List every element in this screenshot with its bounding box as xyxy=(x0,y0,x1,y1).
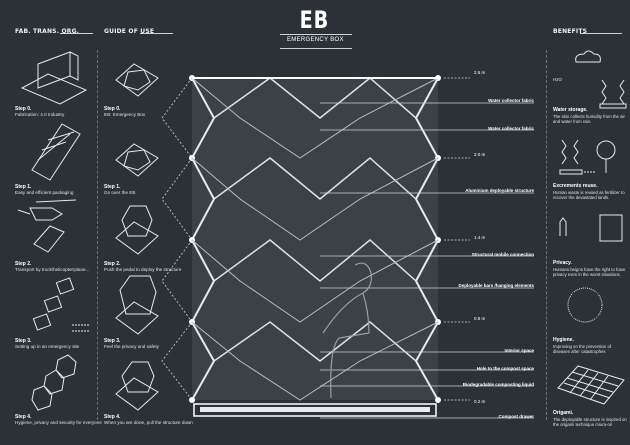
diagonal-bar xyxy=(191,239,439,323)
folded-bar-dashed xyxy=(161,77,193,159)
label-aluminium-structure: Aluminium deployable structure xyxy=(465,188,534,193)
guide-box-1 xyxy=(115,143,159,177)
dimension-0-8: 0.8 m xyxy=(474,316,486,321)
dimension-0-2: 0.2 m xyxy=(474,399,486,404)
label-compost-hole: Hole to the compost space xyxy=(476,366,534,371)
guide-box-4 xyxy=(115,361,159,411)
label-water-collector-1: Water collector fabric xyxy=(488,98,534,103)
hygiene-circle-icon xyxy=(567,287,603,323)
origami-grid-icon xyxy=(557,365,625,405)
benefit-excrements-reuse: Excrements reuse.Human waste is reused a… xyxy=(553,183,625,200)
deployable-structure xyxy=(161,75,534,419)
guide-box-0 xyxy=(115,63,159,97)
compost-drawer xyxy=(193,403,437,417)
folded-bar-dashed xyxy=(161,321,193,401)
units-illustration xyxy=(31,354,77,411)
compost-icon xyxy=(559,139,596,175)
benefits-divider xyxy=(546,50,547,420)
title-rule-bottom xyxy=(280,48,352,49)
guide-step-0: Step 0.EB: Emergency Box xyxy=(104,106,146,117)
joint-node xyxy=(189,397,195,403)
guide-step-2: Step 2.Push the pedal to deploy the stru… xyxy=(104,261,182,272)
dimension-2-6: 2.6 m xyxy=(474,70,486,75)
column-divider xyxy=(97,50,98,420)
guide-header-rule xyxy=(140,33,173,34)
dimension-1-4: 1.4 m xyxy=(474,235,486,240)
site-illustration xyxy=(32,277,90,332)
fab-step-3: Step 3.Setting up in an emergency site xyxy=(15,338,80,349)
benefits-header: BENEFITS xyxy=(553,28,588,35)
h2o-label: H2O xyxy=(553,77,562,82)
label-deployable-bars: Deployable bars /hanging elements xyxy=(458,283,534,288)
fab-step-0: Step 0.Fabrication: 4.0 Industry xyxy=(15,106,65,117)
benefits-header-rule xyxy=(580,33,622,34)
benefit-water-storage: Water storage.The skin collects humidity… xyxy=(553,107,625,124)
cloud-icon xyxy=(575,50,601,63)
label-compost-drawer: Compost drawer xyxy=(498,414,534,419)
fabrication-header: FAB. TRANS. ORG. xyxy=(15,28,80,35)
factory-illustration xyxy=(20,51,88,105)
dimension-2-0: 2.0 m xyxy=(474,152,486,157)
logo-title: EB xyxy=(299,6,330,34)
package-illustration xyxy=(31,123,81,181)
benefit-privacy: Privacy.Humans beigns have the right to … xyxy=(553,260,626,277)
folded-bar-dashed xyxy=(161,239,193,323)
benefit-hygiene: Hygiene.Improving on the prevention of d… xyxy=(553,337,612,354)
benefit-origami: Origami.The deployable structure is insp… xyxy=(553,410,627,427)
person-silhouette xyxy=(322,262,372,399)
guide-box-2 xyxy=(115,205,159,255)
label-composting-liquid: Biodegradable composting liquid xyxy=(462,382,534,387)
diagonal-bar xyxy=(213,77,417,119)
diagonal-bar xyxy=(213,157,417,200)
guide-step-4: Step 4.When you are done, pull the struc… xyxy=(104,414,193,425)
compost-drawer-handle xyxy=(200,407,430,412)
person-icon xyxy=(559,217,567,236)
fabrication-header-rule xyxy=(60,33,93,34)
privacy-box-icon xyxy=(599,214,623,242)
label-mobile-connection: Structural mobile connection xyxy=(471,252,534,257)
fabric-panel xyxy=(192,78,438,400)
joint-node xyxy=(435,397,441,403)
fab-step-1: Step 1.Easy and efficient packaging xyxy=(15,184,74,195)
diagonal-bar xyxy=(191,321,439,401)
guide-header: GUIDE OF USE xyxy=(104,28,155,35)
diagonal-bar xyxy=(191,157,439,241)
tree-icon xyxy=(596,140,616,173)
diagonal-bar xyxy=(213,321,417,362)
diagonal-bar xyxy=(213,239,417,282)
guide-step-3: Step 3.Feel the privacy and safety xyxy=(104,338,159,349)
folded-bar-dashed xyxy=(161,157,193,241)
water-storage-icon xyxy=(599,79,627,109)
label-interior-space: Interior space xyxy=(504,348,534,353)
guide-box-3 xyxy=(115,275,159,335)
guide-step-1: Step 1.Go over the EB xyxy=(104,184,136,195)
fab-step-4: Step 4.Hygiene, privacy and security for… xyxy=(15,414,102,425)
box-illustration xyxy=(33,225,65,253)
diagonal-bar xyxy=(191,77,439,159)
subtitle: EMERGENCY BOX xyxy=(287,37,344,43)
title-rule-top xyxy=(280,34,352,35)
fab-step-2: Step 2.Transport by truck/helicopter/pla… xyxy=(15,261,90,272)
helicopter-icon xyxy=(17,199,77,221)
label-water-collector-2: Water collector fabric xyxy=(488,126,534,131)
